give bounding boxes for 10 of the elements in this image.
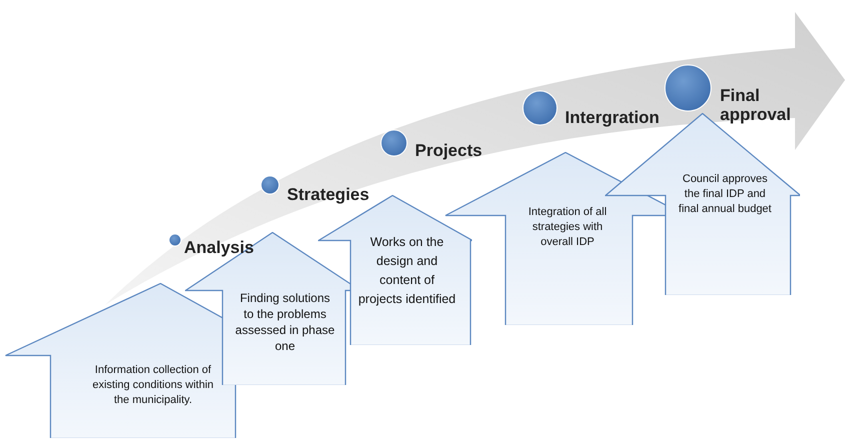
stage-label: Projects bbox=[415, 141, 484, 160]
arrow-text: Council approves the final IDP and final annual budget bbox=[678, 172, 772, 217]
arrow-text: Information collection of existing conditions within the municipality. bbox=[91, 363, 215, 408]
stage-label: Intergration bbox=[565, 108, 660, 127]
arrow-text: Integration of all strategies with overall IDP bbox=[527, 205, 608, 250]
stage-label: Final approval bbox=[720, 86, 792, 124]
stage-label: Analysis bbox=[184, 238, 255, 257]
stage-label: Strategies bbox=[287, 185, 370, 204]
arrow-text: Finding solutions to the problems assessed in phase one bbox=[235, 290, 335, 354]
arrow-text: Works on the design and content of projects identified bbox=[357, 234, 457, 308]
